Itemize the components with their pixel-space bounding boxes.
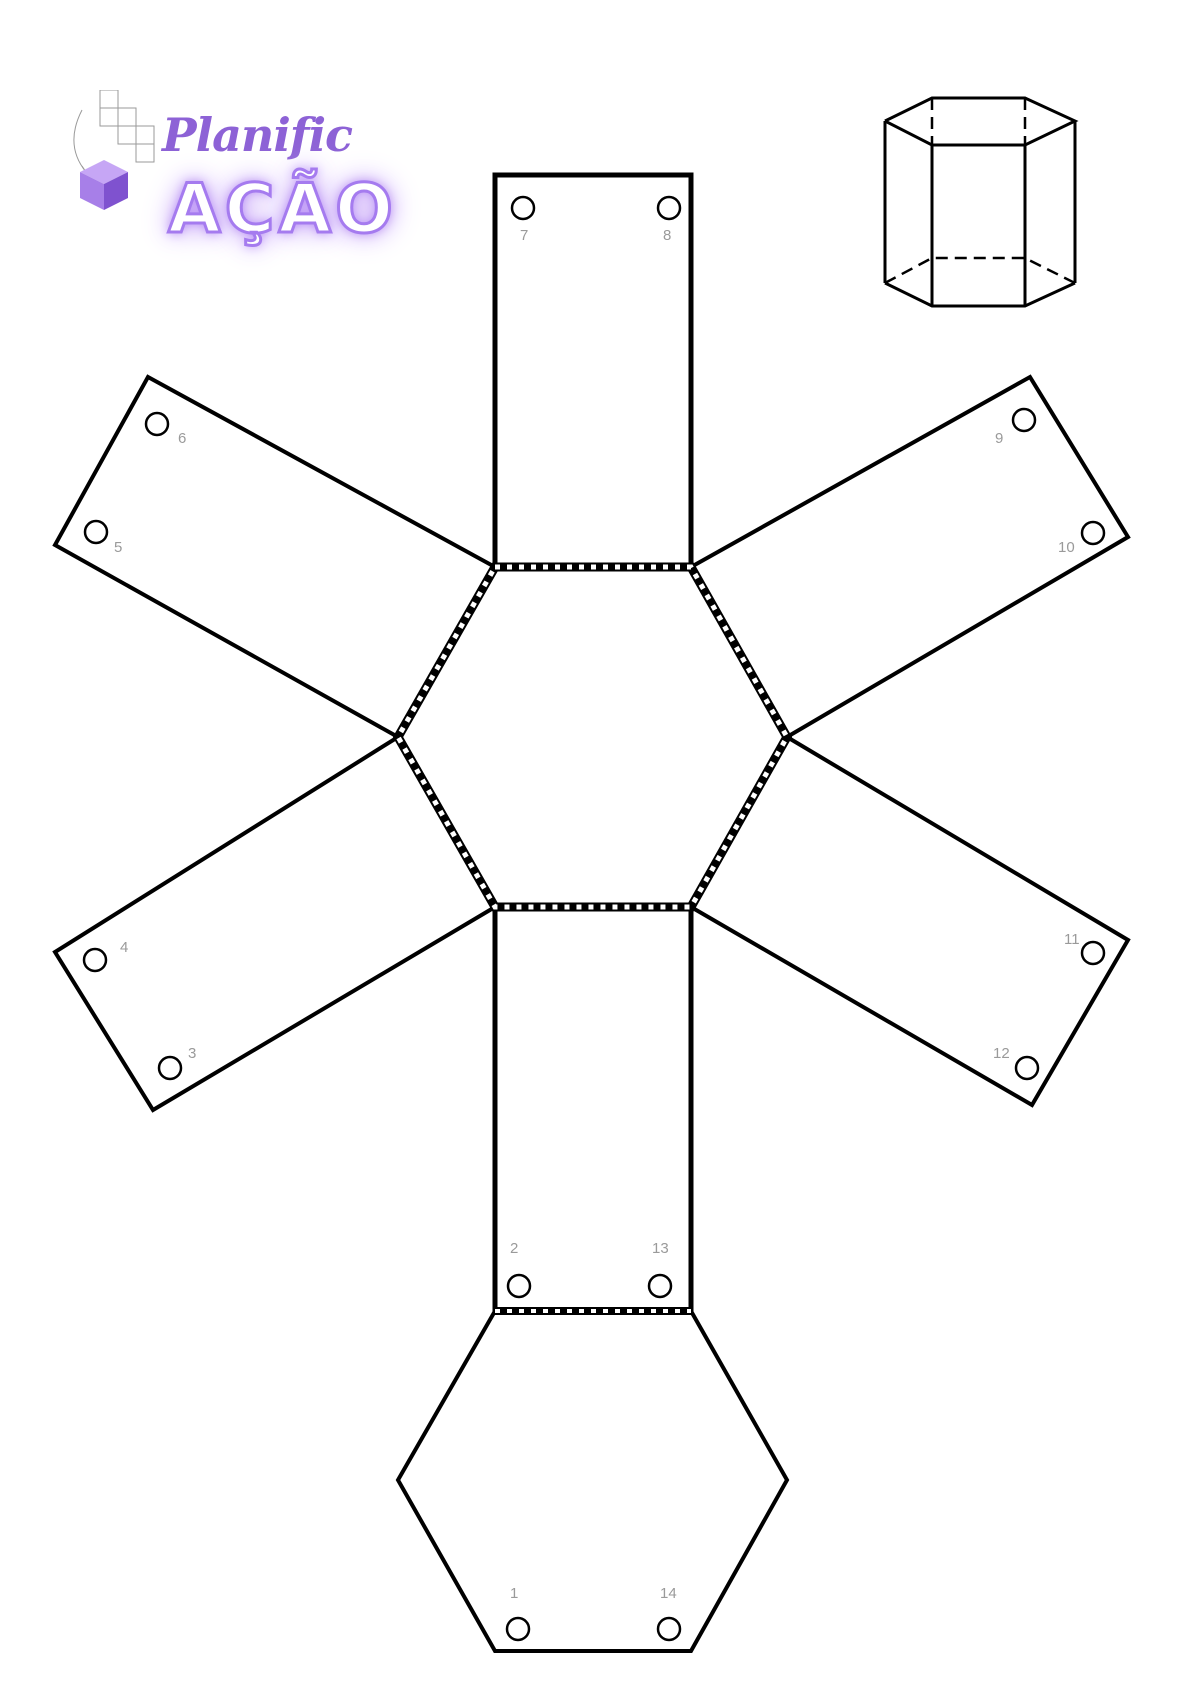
hole-label-6: 6 [178,430,186,447]
hole-circle-5 [83,519,109,545]
hole-label-9: 9 [995,430,1003,447]
hole-label-1: 1 [510,1585,518,1602]
cube-icon [80,160,128,210]
hole-circle-10 [1080,520,1106,546]
hole-circle-4 [82,947,108,973]
hole-circle-8 [656,195,682,221]
hole-label-2: 2 [510,1240,518,1257]
logo-word-planific: Planific [162,108,353,162]
hole-label-13: 13 [652,1240,669,1257]
hole-circle-14 [656,1616,682,1642]
unfold-grid-icon [73,90,155,210]
hole-circle-11 [1080,940,1106,966]
hole-label-4: 4 [120,939,128,956]
hole-label-7: 7 [520,227,528,244]
hole-label-14: 14 [660,1585,677,1602]
planificacao-logo: Planific AÇÃO [70,90,470,260]
hole-label-10: 10 [1058,539,1075,556]
hole-label-11: 11 [1064,931,1080,948]
hole-circle-2 [506,1273,532,1299]
hole-circle-7 [510,195,536,221]
hole-circle-12 [1014,1055,1040,1081]
hole-circle-3 [157,1055,183,1081]
hole-circle-9 [1011,407,1037,433]
logo-word-acao: AÇÃO [167,169,397,251]
hole-label-5: 5 [114,539,122,556]
hexagonal-prism-3d-icon [883,96,1079,308]
hole-circle-6 [144,411,170,437]
hole-circle-1 [505,1616,531,1642]
hole-label-12: 12 [993,1045,1010,1062]
central-hexagon-folds [392,562,793,912]
hole-circle-13 [647,1273,673,1299]
bottom-hexagon-face [395,1309,790,1653]
hole-label-3: 3 [188,1045,196,1062]
hole-label-8: 8 [663,227,671,244]
